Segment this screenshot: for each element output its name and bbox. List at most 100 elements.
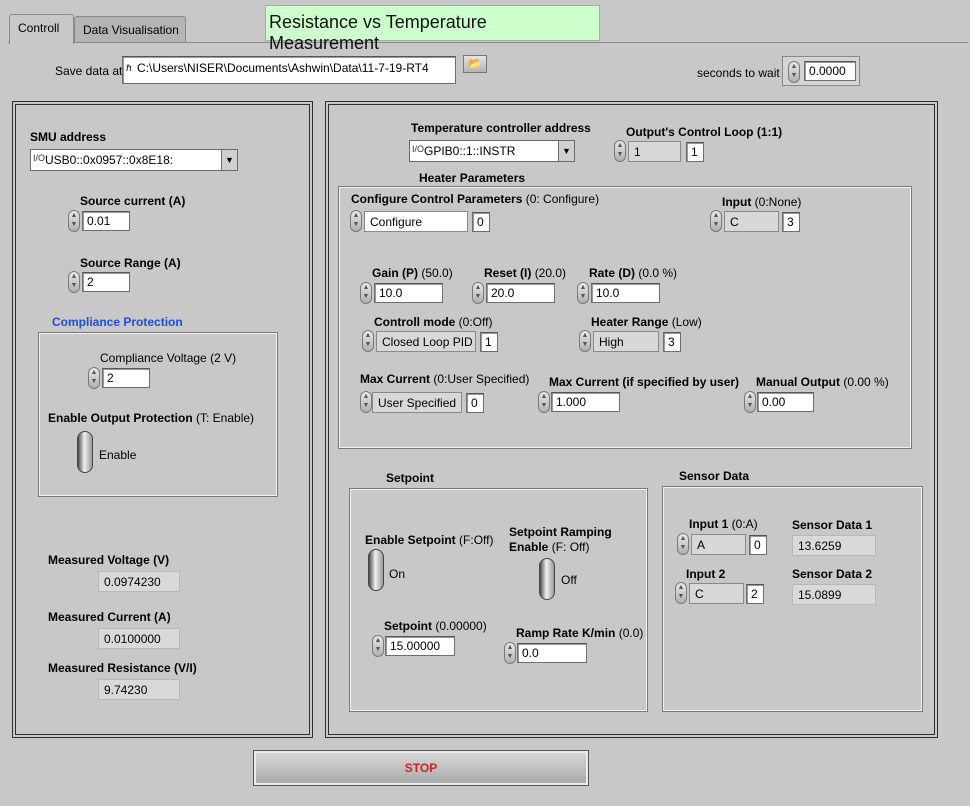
max-current-index: 0 (466, 393, 484, 413)
sensor-data2-label: Sensor Data 2 (792, 567, 873, 581)
enable-setpoint-state: On (389, 567, 406, 581)
sensor-input1-spinner[interactable]: ▲▼ (677, 533, 689, 555)
max-current-ring[interactable]: User Specified (372, 392, 462, 413)
max-current-label-wrap: Max Current (0:User Specified) (360, 372, 529, 386)
tab-controll[interactable]: Controll (9, 14, 74, 44)
compliance-protection-title: Compliance Protection (52, 315, 183, 329)
temperature-controller-panel (325, 101, 938, 738)
configure-ring[interactable]: Configure (364, 211, 468, 232)
seconds-spinner[interactable]: ▲▼ (788, 61, 800, 83)
max-current-user-input[interactable]: 1.000 (551, 392, 620, 412)
measured-voltage-label: Measured Voltage (V) (48, 553, 170, 567)
heater-range-spinner[interactable]: ▲▼ (579, 330, 591, 352)
ramp-rate-spinner[interactable]: ▲▼ (504, 642, 516, 664)
setpoint-title: Setpoint (386, 471, 434, 485)
enable-setpoint-hint: (F:Off) (459, 533, 494, 547)
sensor-input2-spinner[interactable]: ▲▼ (675, 582, 687, 604)
ramp-enable-label: Setpoint Ramping (509, 525, 612, 539)
max-current-user-label: Max Current (if specified by user) (549, 375, 740, 389)
control-mode-index: 1 (480, 332, 498, 352)
source-current-input[interactable]: 0.01 (82, 211, 130, 231)
source-current-spinner[interactable]: ▲▼ (68, 210, 80, 232)
gain-label: Gain (P) (372, 266, 419, 280)
control-loop-index: 1 (686, 142, 704, 162)
gain-spinner[interactable]: ▲▼ (360, 282, 372, 304)
gain-input[interactable]: 10.0 (374, 283, 443, 303)
rate-spinner[interactable]: ▲▼ (577, 282, 589, 304)
heater-range-hint: (Low) (671, 315, 702, 329)
ramp-rate-hint: (0.0) (618, 626, 644, 640)
measured-resistance-value: 9.74230 (98, 679, 180, 700)
ramp-enable-hint: (F: Off) (551, 540, 590, 554)
io-icon: I/O (412, 144, 425, 154)
max-current-spinner[interactable]: ▲▼ (360, 391, 372, 413)
tab-data-visualisation[interactable]: Data Visualisation (74, 16, 186, 43)
enable-protection-label: Enable Output Protection (48, 411, 193, 425)
input-index: 3 (782, 212, 800, 232)
ramp-rate-input[interactable]: 0.0 (517, 643, 587, 663)
rate-label: Rate (D) (589, 266, 636, 280)
heater-parameters-title: Heater Parameters (419, 171, 526, 185)
ramp-enable-label2: Enable (509, 540, 549, 554)
tc-address-label: Temperature controller address (411, 121, 591, 135)
save-path-input[interactable]: ℏ C:\Users\NISER\Documents\Ashwin\Data\1… (122, 56, 456, 84)
input-spinner[interactable]: ▲▼ (710, 210, 722, 232)
setpoint-input[interactable]: 15.00000 (385, 636, 455, 656)
path-icon: ℏ (126, 63, 132, 73)
compliance-voltage-input[interactable]: 2 (102, 368, 150, 388)
source-range-input[interactable]: 2 (82, 272, 130, 292)
enable-setpoint-label-wrap: Enable Setpoint (F:Off) (365, 533, 493, 547)
browse-folder-icon[interactable]: 📂 (463, 55, 487, 73)
heater-range-ring[interactable]: High (593, 331, 659, 352)
control-loop-ring[interactable]: 1 (628, 141, 681, 162)
control-loop-spinner[interactable]: ▲▼ (614, 140, 626, 162)
ramp-enable-toggle[interactable] (539, 558, 555, 600)
heater-range-index: 3 (663, 332, 681, 352)
max-current-hint: (0:User Specified) (433, 372, 530, 386)
save-path-value: C:\Users\NISER\Documents\Ashwin\Data\11-… (137, 61, 429, 75)
reset-label-wrap: Reset (I) (20.0) (484, 266, 566, 280)
enable-setpoint-toggle[interactable] (368, 549, 384, 591)
configure-spinner[interactable]: ▲▼ (350, 210, 362, 232)
ramp-rate-label: Ramp Rate K/min (516, 626, 616, 640)
sensor-input2-ring[interactable]: C (689, 583, 744, 604)
sensor-data1-label: Sensor Data 1 (792, 518, 873, 532)
compliance-voltage-spinner[interactable]: ▲▼ (88, 367, 100, 389)
setpoint-spinner[interactable]: ▲▼ (372, 635, 384, 657)
control-loop-label: Output's Control Loop (1:1) (626, 125, 783, 139)
source-range-label: Source Range (A) (80, 256, 181, 270)
control-mode-label: Controll mode (374, 315, 456, 329)
reset-hint: (20.0) (534, 266, 567, 280)
seconds-to-wait-input[interactable]: 0.0000 (804, 61, 856, 81)
manual-output-input[interactable]: 0.00 (757, 392, 814, 412)
reset-input[interactable]: 20.0 (486, 283, 555, 303)
measured-current-value: 0.0100000 (98, 628, 180, 649)
page-title: Resistance vs Temperature Measurement (265, 5, 600, 53)
ramp-enable-state: Off (561, 573, 577, 587)
sensor-input2-index: 2 (746, 584, 764, 604)
smu-address-value: USB0::0x0957::0x8E18: (45, 153, 174, 167)
compliance-voltage-label: Compliance Voltage (2 V) (100, 351, 237, 365)
sensor-input1-ring[interactable]: A (691, 534, 746, 555)
io-icon: I/O (33, 153, 46, 163)
rate-input[interactable]: 10.0 (591, 283, 660, 303)
manual-output-spinner[interactable]: ▲▼ (744, 391, 756, 413)
control-mode-spinner[interactable]: ▲▼ (362, 330, 374, 352)
reset-spinner[interactable]: ▲▼ (472, 282, 484, 304)
control-mode-ring[interactable]: Closed Loop PID (376, 331, 476, 352)
compliance-group (38, 332, 278, 497)
sensor-input1-index: 0 (749, 535, 767, 555)
tab-panel (8, 42, 968, 802)
rate-hint: (0.0 %) (638, 266, 678, 280)
smu-address-select[interactable]: I/O USB0::0x0957::0x8E18: ▼ (30, 149, 238, 171)
tc-address-select[interactable]: I/O GPIB0::1::INSTR ▼ (409, 140, 575, 162)
max-current-user-spinner[interactable]: ▲▼ (538, 391, 550, 413)
configure-label: Configure Control Parameters (351, 192, 523, 206)
heater-range-label-wrap: Heater Range (Low) (591, 315, 702, 329)
enable-protection-toggle[interactable] (77, 431, 93, 473)
source-range-spinner[interactable]: ▲▼ (68, 271, 80, 293)
tc-address-value: GPIB0::1::INSTR (424, 144, 516, 158)
stop-button[interactable]: STOP (253, 750, 589, 786)
enable-protection-label-wrap: Enable Output Protection (T: Enable) (48, 411, 254, 425)
input-ring[interactable]: C (724, 211, 779, 232)
